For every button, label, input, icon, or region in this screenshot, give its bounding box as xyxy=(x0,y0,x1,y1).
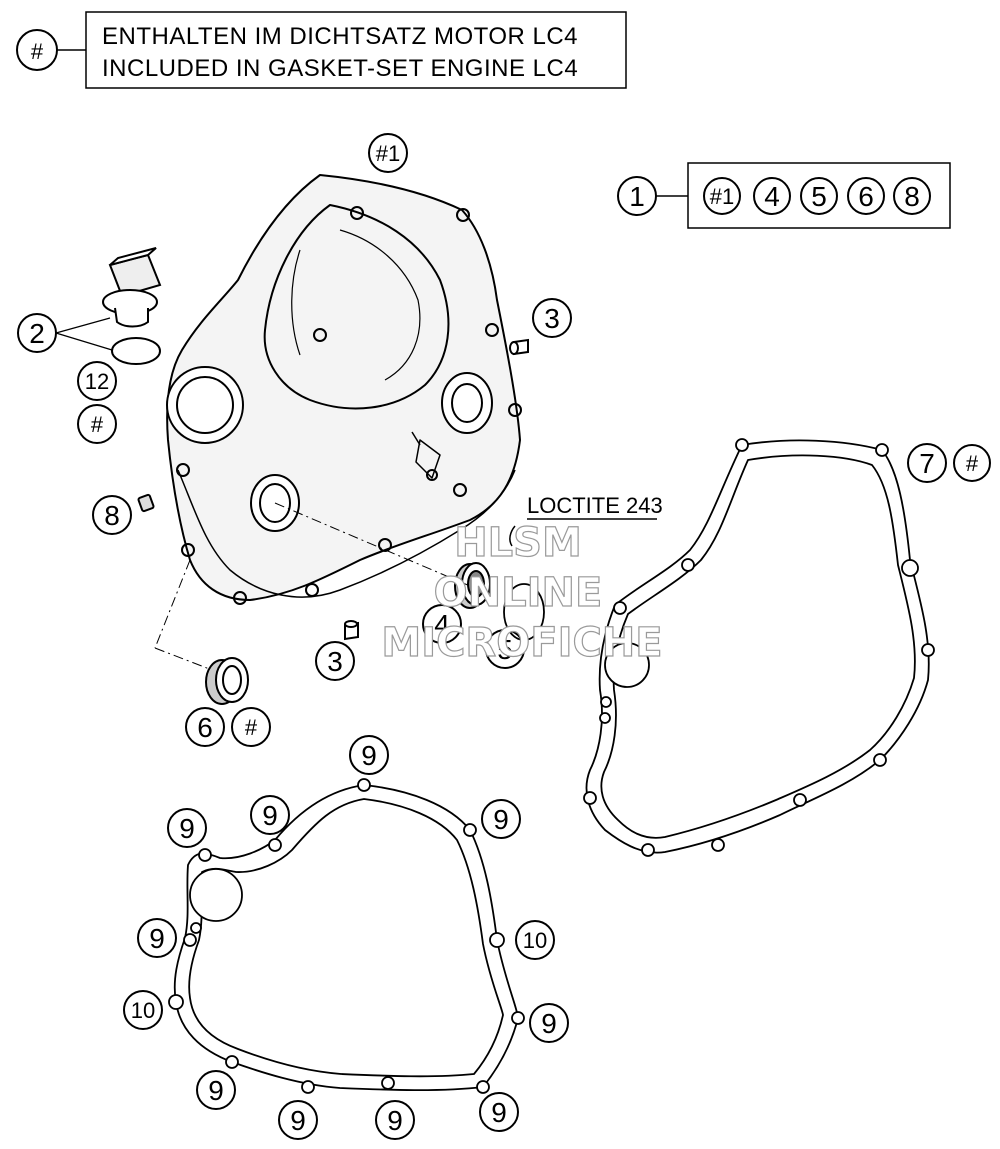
callout-outer-gasket: 7 xyxy=(907,443,947,483)
callout-inner-gasket-screw-2: 9 xyxy=(250,795,290,835)
svg-text:10: 10 xyxy=(131,998,155,1023)
callout-inner-gasket-screw-3: 9 xyxy=(167,808,207,848)
svg-text:#1: #1 xyxy=(710,184,734,209)
kit-content-5: 8 xyxy=(893,177,931,215)
callout-screw-label: 8 xyxy=(104,500,120,531)
legend-symbol: # xyxy=(31,39,44,64)
oil-filler-plug xyxy=(102,247,162,328)
callout-seal-b: 5 xyxy=(485,629,525,669)
callout-inner-gasket-screw-4: 9 xyxy=(481,799,521,839)
callout-oring-kit-label: # xyxy=(91,412,104,437)
svg-text:9: 9 xyxy=(541,1008,557,1039)
svg-text:9: 9 xyxy=(290,1105,306,1136)
callout-inner-gasket-screw-9: 9 xyxy=(375,1100,415,1140)
callout-oil-plug: 2 xyxy=(17,313,113,353)
outer-gasket xyxy=(583,438,935,857)
callout-inner-gasket-screw-7: 9 xyxy=(196,1070,236,1110)
callout-dowel-top-label: 3 xyxy=(544,303,560,334)
callout-inner-gasket-screw-5: 9 xyxy=(137,918,177,958)
callout-shaft-seal-label: 6 xyxy=(197,712,213,743)
callout-inner-gasket-screw-6: 9 xyxy=(529,1003,569,1043)
callout-outer-gasket-label: 7 xyxy=(919,448,935,479)
watermark-line-1: HLSM xyxy=(454,520,582,566)
callout-seal-a: 4 xyxy=(422,604,462,644)
dowel-bottom xyxy=(344,620,359,641)
oring-12 xyxy=(111,337,161,365)
shaft-seal-6 xyxy=(205,657,249,705)
callout-oring-label: 12 xyxy=(85,369,109,394)
callout-shaft-seal-kit-label: # xyxy=(245,715,258,740)
kit-callout: 1 #1 4 5 6 8 xyxy=(617,162,951,229)
callout-inner-gasket-dowel-1: 10 xyxy=(515,920,555,960)
svg-text:8: 8 xyxy=(904,181,920,212)
callout-oring: 12 xyxy=(77,361,117,401)
dowel-top xyxy=(509,338,529,356)
callout-oring-kit: # xyxy=(77,404,117,444)
kit-content-1: #1 xyxy=(703,177,741,215)
screw-8 xyxy=(137,493,155,513)
svg-text:9: 9 xyxy=(149,923,165,954)
svg-text:9: 9 xyxy=(387,1105,403,1136)
callout-seal-b-label: 5 xyxy=(497,634,513,665)
callout-dowel-top: 3 xyxy=(532,298,572,338)
svg-text:9: 9 xyxy=(262,800,278,831)
legend-box xyxy=(85,11,627,89)
callout-shaft-seal: 6 xyxy=(185,707,225,747)
watermark-line-2: ONLINE xyxy=(434,570,603,616)
svg-text:9: 9 xyxy=(491,1097,507,1128)
callout-oil-plug-label: 2 xyxy=(29,318,45,349)
svg-text:10: 10 xyxy=(523,928,547,953)
inner-gasket xyxy=(168,778,525,1094)
legend-line-de: ENTHALTEN IM DICHTSATZ MOTOR LC4 xyxy=(102,23,578,50)
svg-text:9: 9 xyxy=(361,740,377,771)
callout-seal-a-label: 4 xyxy=(434,609,450,640)
kit-content-2: 4 xyxy=(753,177,791,215)
kit-box xyxy=(687,162,951,229)
svg-text:9: 9 xyxy=(179,813,195,844)
svg-text:6: 6 xyxy=(858,181,874,212)
loctite-annotation: LOCTITE 243 xyxy=(509,493,663,547)
callout-inner-gasket-screw-8: 9 xyxy=(278,1100,318,1140)
legend-line-en: INCLUDED IN GASKET-SET ENGINE LC4 xyxy=(102,55,578,82)
watermark: HLSM ONLINE MICROFICHE xyxy=(381,519,663,666)
kit-content-4: 6 xyxy=(847,177,885,215)
callout-shaft-seal-kit: # xyxy=(231,707,271,747)
kit-item-number: 1 xyxy=(629,181,645,212)
svg-text:9: 9 xyxy=(493,804,509,835)
callout-inner-gasket-screw-10: 9 xyxy=(479,1092,519,1132)
callout-dowel-bottom: 3 xyxy=(315,641,355,681)
clutch-cover xyxy=(166,174,522,605)
legend: # ENTHALTEN IM DICHTSATZ MOTOR LC4 INCLU… xyxy=(16,11,627,89)
callout-outer-gasket-kit-label: # xyxy=(966,451,979,476)
callout-outer-gasket-kit: # xyxy=(953,444,991,482)
callout-screw: 8 xyxy=(92,495,132,535)
alignment-lines xyxy=(154,502,471,671)
seal-4 xyxy=(454,562,491,609)
svg-text:9: 9 xyxy=(208,1075,224,1106)
svg-text:5: 5 xyxy=(811,181,827,212)
svg-text:4: 4 xyxy=(764,181,780,212)
callout-inner-gasket-dowel-2: 10 xyxy=(123,990,163,1030)
loctite-label: LOCTITE 243 xyxy=(527,493,663,518)
kit-content-3: 5 xyxy=(800,177,838,215)
callout-cover: #1 xyxy=(368,133,408,173)
callout-inner-gasket-screw-1: 9 xyxy=(349,735,389,775)
callout-cover-label: #1 xyxy=(376,141,400,166)
watermark-line-3: MICROFICHE xyxy=(381,620,662,666)
callout-dowel-bottom-label: 3 xyxy=(327,646,343,677)
oring-5 xyxy=(503,583,545,641)
